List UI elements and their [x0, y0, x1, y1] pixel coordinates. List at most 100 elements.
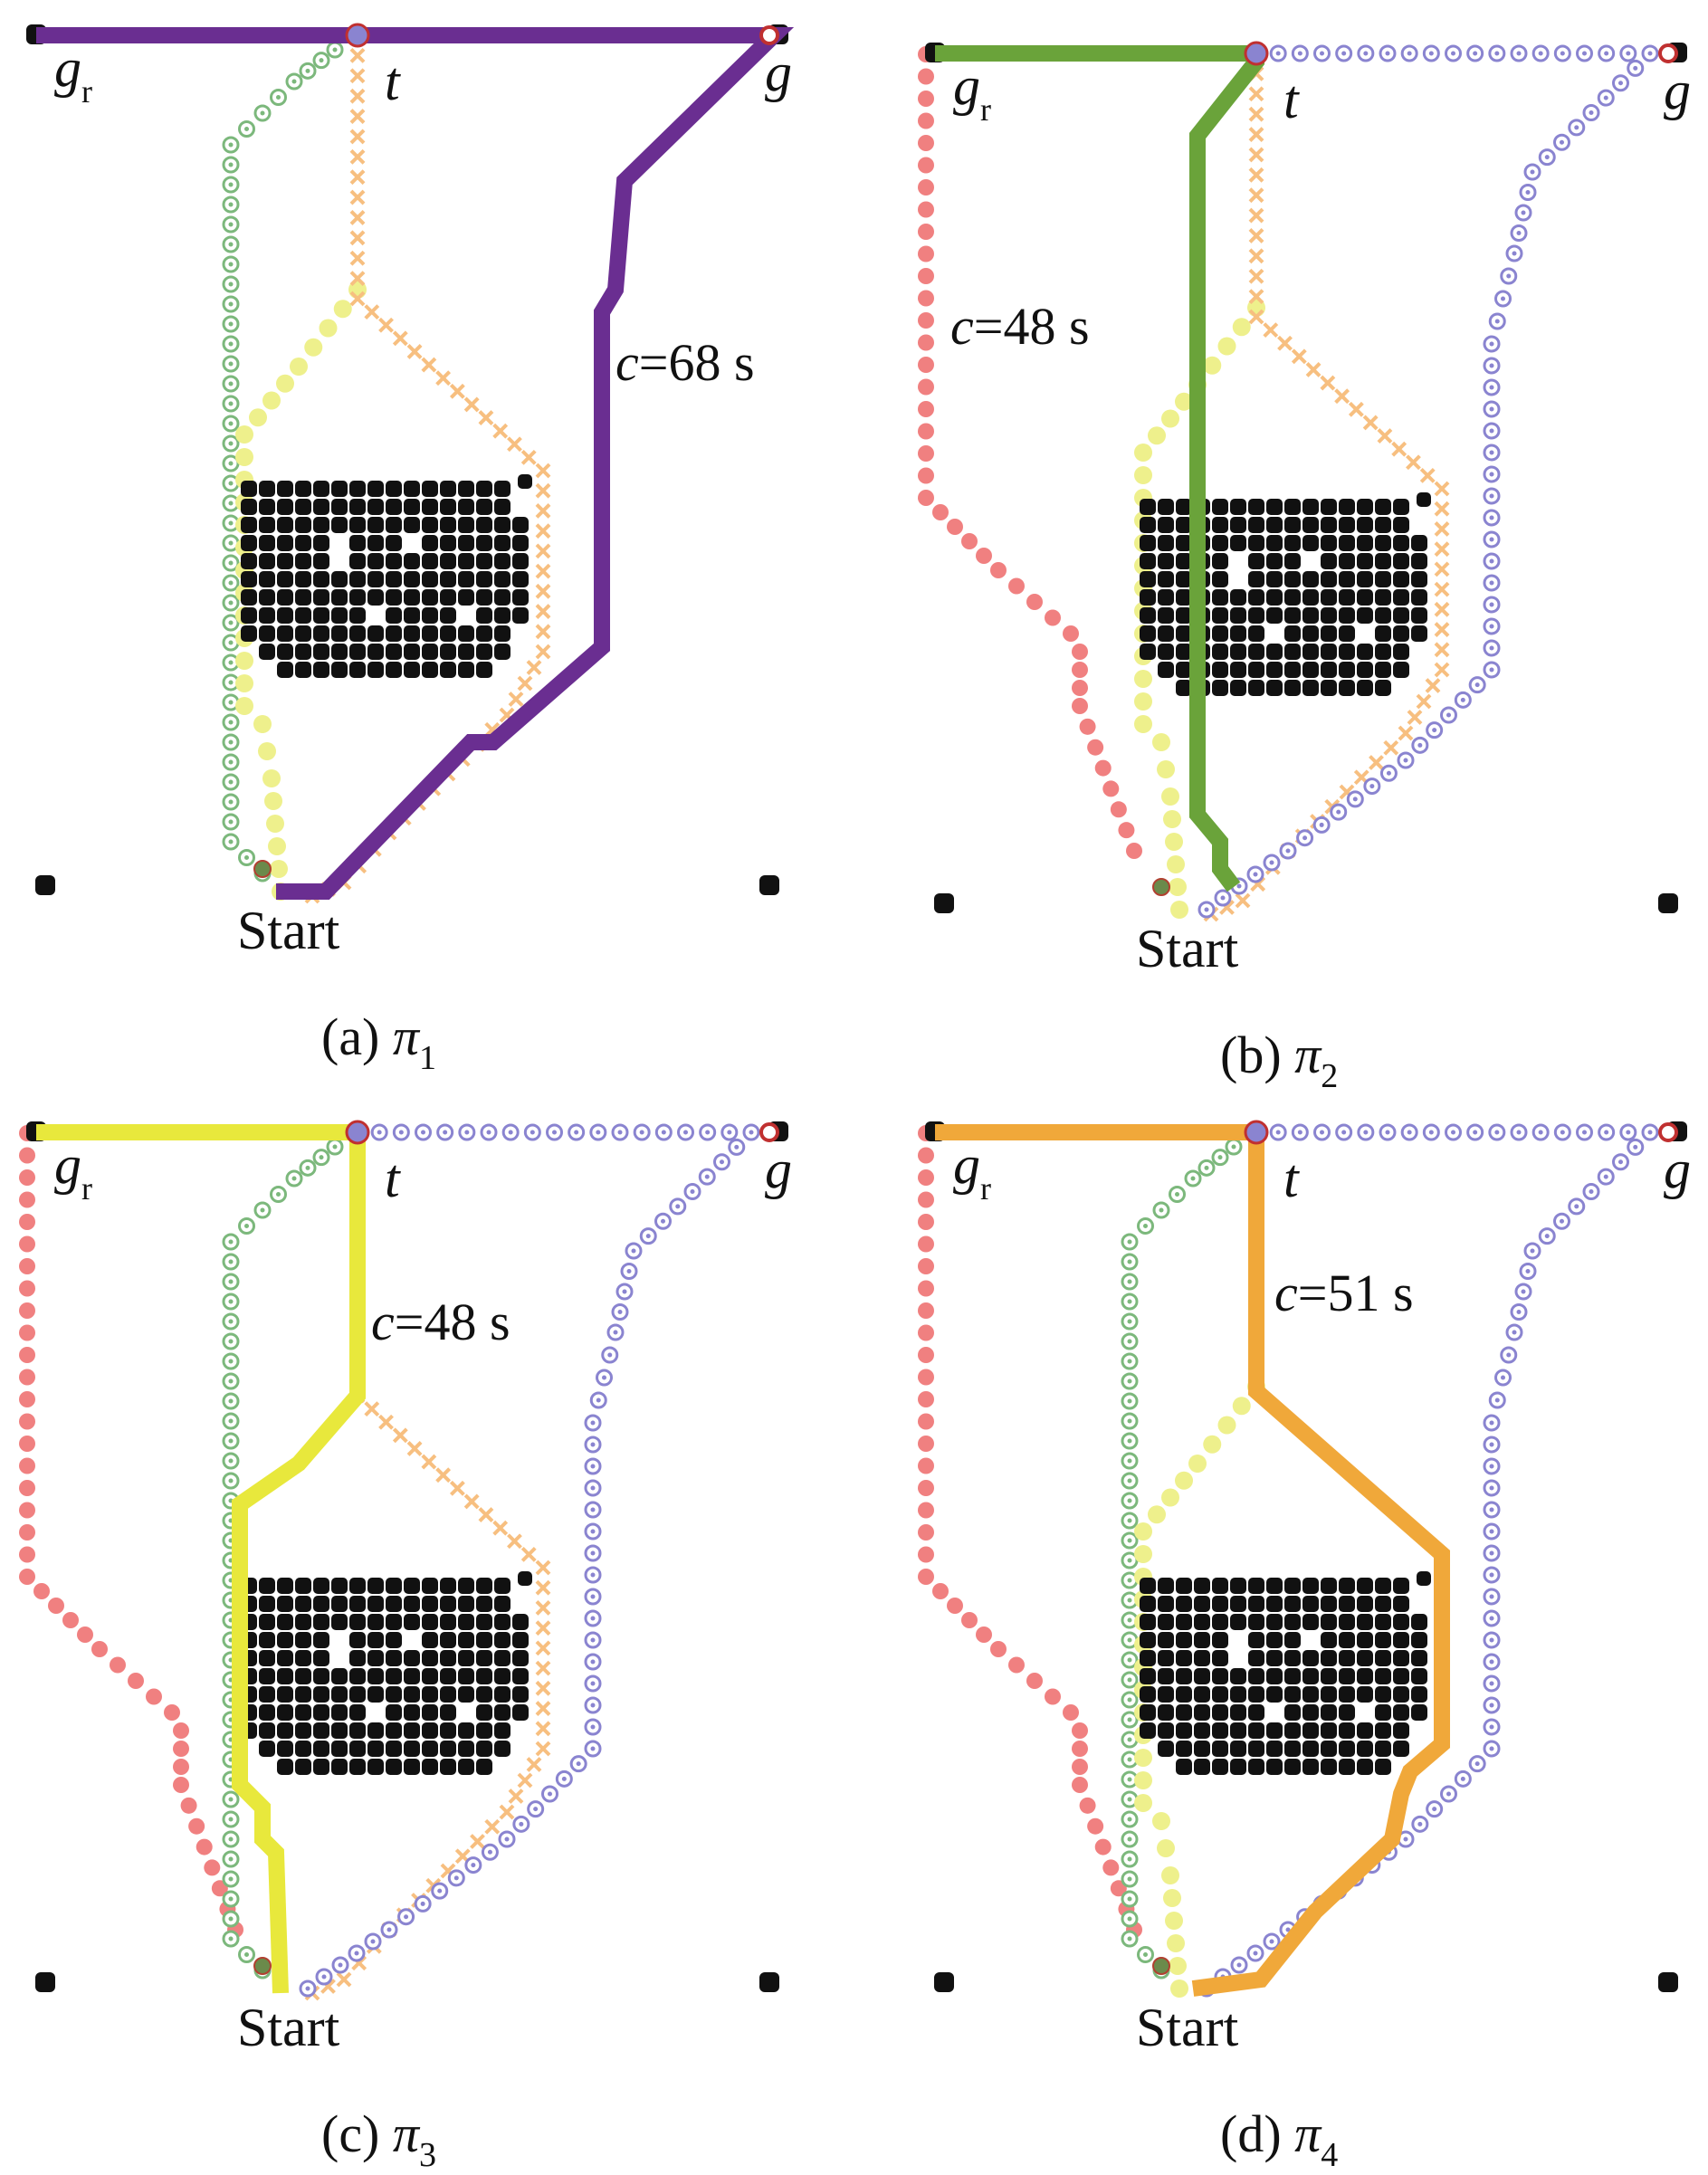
obstacle-cell	[1248, 1578, 1264, 1594]
orange-x-marker	[517, 675, 533, 692]
obstacle-cell	[512, 607, 529, 624]
obstacle-cell	[1266, 1650, 1283, 1666]
yellow-dot	[1148, 426, 1166, 445]
obstacle-cell	[1248, 1741, 1264, 1757]
obstacle-cell	[440, 517, 456, 533]
obstacle-cell	[1302, 535, 1319, 551]
obstacle-cell	[476, 1741, 492, 1757]
blue-ring-center	[690, 1189, 695, 1194]
red-dot	[91, 1641, 108, 1657]
obstacle-cell	[1176, 571, 1192, 587]
yellow-dot	[1161, 787, 1179, 806]
goal-label-g: g	[1664, 1140, 1691, 1199]
obstacle-cell	[349, 1596, 366, 1612]
green-ring-center	[228, 281, 234, 287]
green-ring-center	[1127, 1916, 1132, 1922]
obstacle-cell	[422, 481, 438, 497]
obstacle-cell	[241, 607, 257, 624]
obstacle-cell	[295, 481, 311, 497]
red-dot	[1102, 780, 1120, 797]
obstacle-cell	[458, 589, 474, 606]
obstacle-cell	[476, 1722, 492, 1739]
cost-label: c=51 s	[1274, 1264, 1414, 1322]
blue-ring-center	[1521, 1289, 1526, 1294]
blue-ring-center	[1618, 81, 1623, 86]
blue-ring-center	[645, 1234, 651, 1239]
obstacle-cell	[440, 1704, 456, 1721]
obstacle-cell	[313, 1596, 329, 1612]
obstacle-cell	[512, 571, 529, 587]
obstacle-cell	[422, 535, 438, 551]
orange-x-marker	[421, 357, 437, 373]
obstacle-cell	[295, 1632, 311, 1648]
obstacle-cell	[494, 481, 510, 497]
obstacle-cell	[1176, 535, 1192, 551]
obstacle-cell	[422, 1741, 438, 1757]
blue-ring-center	[561, 1776, 567, 1781]
yellow-dot	[1232, 1397, 1251, 1416]
green-ring-center	[228, 1339, 234, 1344]
obstacle-cell	[295, 1686, 311, 1703]
obstacle-cell	[277, 1596, 293, 1612]
orange-x-marker	[349, 230, 366, 246]
orange-x-marker	[1407, 710, 1423, 725]
blue-ring-center	[1512, 1330, 1517, 1335]
goal-label-gr: gr	[54, 38, 92, 110]
obstacle-cell	[494, 1722, 510, 1739]
obstacle-cell	[277, 517, 293, 533]
green-ring-center	[319, 1155, 324, 1160]
red-dot	[1008, 1656, 1025, 1674]
obstacle-cell	[458, 499, 474, 515]
obstacle-cell	[1194, 1650, 1210, 1666]
obstacle-cell	[1248, 535, 1264, 551]
obstacle-cell	[1357, 644, 1373, 660]
green-ring-center	[1127, 1558, 1132, 1563]
obstacle-cell	[295, 553, 311, 569]
yellow-dot	[235, 448, 253, 466]
green-ring-center	[1127, 1259, 1132, 1264]
orange-x-marker	[1248, 248, 1264, 264]
blue-ring-center	[1489, 1550, 1494, 1556]
red-dot	[19, 1569, 35, 1585]
obstacle-cell	[1393, 1722, 1409, 1739]
blue-ring-center	[1489, 1637, 1494, 1643]
obstacle-cell	[404, 1668, 420, 1684]
obstacle-cell	[404, 1741, 420, 1757]
obstacle-cell	[331, 1596, 348, 1612]
obstacle-cell	[1321, 1650, 1337, 1666]
orange-x-marker	[1369, 755, 1384, 770]
obstacle-cell	[331, 1704, 348, 1721]
green-ring-center	[228, 1876, 234, 1882]
planned-path-pi3	[36, 1124, 366, 1994]
orange-x-marker	[1434, 622, 1450, 637]
obstacle-cell	[295, 1650, 311, 1666]
red-dot	[918, 1258, 934, 1274]
yellow-dot	[1169, 878, 1187, 896]
obstacle-cell	[458, 662, 474, 678]
blue-ring-center	[1618, 1159, 1623, 1165]
obstacle-cell	[440, 553, 456, 569]
obstacle-cell	[1357, 662, 1373, 678]
obstacle-cell	[1140, 1722, 1156, 1739]
orange-x-marker	[535, 1600, 551, 1616]
red-dot	[1094, 1838, 1112, 1855]
obstacle-cell	[386, 1632, 402, 1648]
obstacle-cell	[259, 517, 275, 533]
green-ring-center	[228, 1936, 234, 1941]
green-ring-center	[1127, 1359, 1132, 1364]
obstacle-cell	[1284, 1578, 1301, 1594]
obstacle-cell	[1375, 662, 1391, 678]
start-label: Start	[1136, 1998, 1239, 2057]
obstacle-cell	[386, 571, 402, 587]
red-dot	[1087, 1817, 1104, 1835]
orange-x-marker	[392, 330, 408, 347]
obstacle-cell	[458, 1632, 474, 1648]
obstacle-cell	[1176, 499, 1192, 515]
obstacle-cell	[386, 644, 402, 660]
obstacle-cell	[422, 1614, 438, 1630]
red-dot	[19, 1546, 35, 1563]
obstacle-cell	[277, 1614, 293, 1630]
obstacle-cell	[367, 589, 384, 606]
red-dot	[19, 1191, 35, 1208]
obstacle-cell	[1176, 553, 1192, 569]
